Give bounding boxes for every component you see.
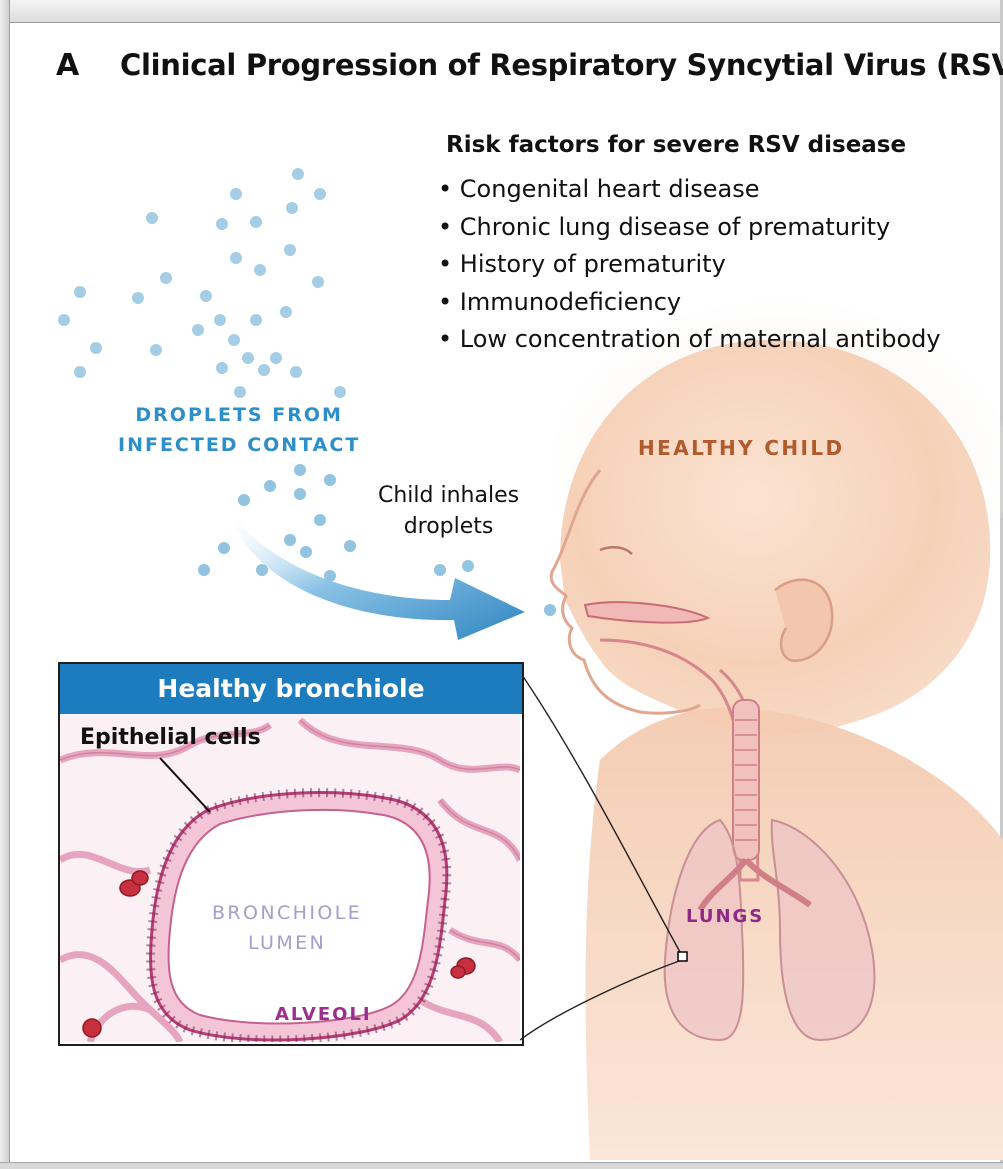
droplet bbox=[258, 364, 270, 376]
figure-title: Clinical Progression of Respiratory Sync… bbox=[120, 48, 1003, 82]
droplet bbox=[230, 188, 242, 200]
window-bottom-border bbox=[0, 1162, 1003, 1169]
droplet bbox=[334, 386, 346, 398]
inset-header: Healthy bronchiole bbox=[60, 664, 522, 714]
bronchiole-inset: Healthy bronchiole bbox=[58, 662, 524, 1046]
droplet bbox=[198, 564, 210, 576]
droplet bbox=[160, 272, 172, 284]
droplet bbox=[544, 604, 556, 616]
droplet bbox=[242, 352, 254, 364]
droplet bbox=[216, 218, 228, 230]
droplet bbox=[228, 334, 240, 346]
droplet bbox=[58, 314, 70, 326]
droplet bbox=[254, 264, 266, 276]
droplet bbox=[324, 474, 336, 486]
droplet bbox=[150, 344, 162, 356]
lumen-label-line1: BRONCHIOLE bbox=[212, 898, 362, 928]
risk-factor-item: History of prematurity bbox=[438, 246, 941, 284]
droplet bbox=[280, 306, 292, 318]
droplet bbox=[294, 488, 306, 500]
droplet bbox=[146, 212, 158, 224]
droplet bbox=[216, 362, 228, 374]
droplet bbox=[270, 352, 282, 364]
risk-factor-item: Low concentration of maternal antibody bbox=[438, 321, 941, 359]
droplets-label-line2: INFECTED CONTACT bbox=[118, 430, 360, 460]
droplet bbox=[74, 286, 86, 298]
droplet bbox=[286, 202, 298, 214]
droplet bbox=[238, 494, 250, 506]
risk-factors-heading: Risk factors for severe RSV disease bbox=[446, 132, 906, 158]
droplet bbox=[292, 168, 304, 180]
droplet bbox=[250, 314, 262, 326]
droplet bbox=[230, 252, 242, 264]
droplet bbox=[314, 188, 326, 200]
inhale-caption-line1: Child inhales bbox=[378, 480, 519, 511]
droplet bbox=[250, 216, 262, 228]
healthy-child-label: HEALTHY CHILD bbox=[638, 436, 845, 460]
risk-factors-list: Congenital heart disease Chronic lung di… bbox=[438, 171, 941, 359]
alveoli-label: ALVEOLI bbox=[275, 1004, 372, 1025]
risk-factor-item: Chronic lung disease of prematurity bbox=[438, 209, 941, 247]
inhale-caption-line2: droplets bbox=[378, 511, 519, 542]
droplet bbox=[290, 366, 302, 378]
droplet bbox=[264, 480, 276, 492]
droplet bbox=[294, 464, 306, 476]
child-head bbox=[560, 340, 990, 735]
droplet bbox=[284, 534, 296, 546]
risk-factor-item: Congenital heart disease bbox=[438, 171, 941, 209]
trachea bbox=[733, 700, 759, 860]
droplet bbox=[462, 560, 474, 572]
droplet bbox=[214, 314, 226, 326]
risk-factor-item: Immunodeficiency bbox=[438, 284, 941, 322]
droplet bbox=[344, 540, 356, 552]
droplets-label: DROPLETS FROM INFECTED CONTACT bbox=[118, 400, 360, 460]
droplet bbox=[234, 386, 246, 398]
droplet bbox=[218, 542, 230, 554]
lungs-label: LUNGS bbox=[686, 906, 764, 927]
droplets-label-line1: DROPLETS FROM bbox=[118, 400, 360, 430]
inhale-caption: Child inhales droplets bbox=[378, 480, 519, 542]
droplet bbox=[132, 292, 144, 304]
droplet bbox=[200, 290, 212, 302]
lumen-label-line2: LUMEN bbox=[212, 928, 362, 958]
droplet bbox=[90, 342, 102, 354]
droplet bbox=[312, 276, 324, 288]
panel-letter: A bbox=[56, 48, 79, 83]
droplet bbox=[300, 546, 312, 558]
droplet bbox=[314, 514, 326, 526]
epithelial-cells-label: Epithelial cells bbox=[80, 725, 261, 750]
droplet bbox=[74, 366, 86, 378]
droplet bbox=[192, 324, 204, 336]
zoom-marker bbox=[678, 952, 687, 961]
droplet bbox=[434, 564, 446, 576]
bronchiole-lumen-label: BRONCHIOLE LUMEN bbox=[212, 898, 362, 958]
droplet bbox=[284, 244, 296, 256]
